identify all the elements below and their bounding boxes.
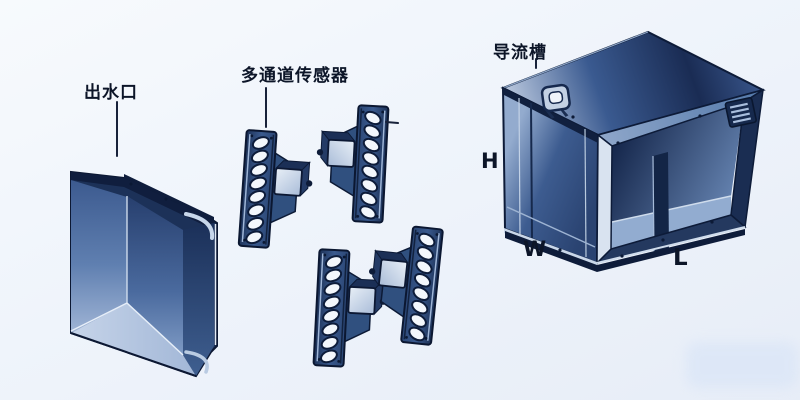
watermark-blur bbox=[686, 342, 798, 388]
duct-housing-illustration bbox=[500, 30, 766, 272]
leader-sensor-dash bbox=[385, 121, 399, 124]
dimension-label-l: L bbox=[673, 245, 688, 271]
leader-lines bbox=[116, 58, 537, 157]
callout-multichannel-sensor: 多通道传感器 bbox=[241, 66, 349, 86]
vent-grille bbox=[724, 97, 757, 128]
dimension-label-h: H bbox=[481, 149, 499, 173]
flow-guide-clip bbox=[540, 83, 571, 119]
callout-flow-guide-slot: 导流槽 bbox=[493, 43, 547, 63]
sensor-assembly-top-right bbox=[312, 102, 390, 224]
sensor-assembly-top-left bbox=[237, 128, 317, 252]
callout-water-outlet: 出水口 bbox=[84, 83, 138, 103]
dimension-label-w: W bbox=[523, 237, 547, 261]
water-outlet-illustration bbox=[70, 170, 218, 378]
